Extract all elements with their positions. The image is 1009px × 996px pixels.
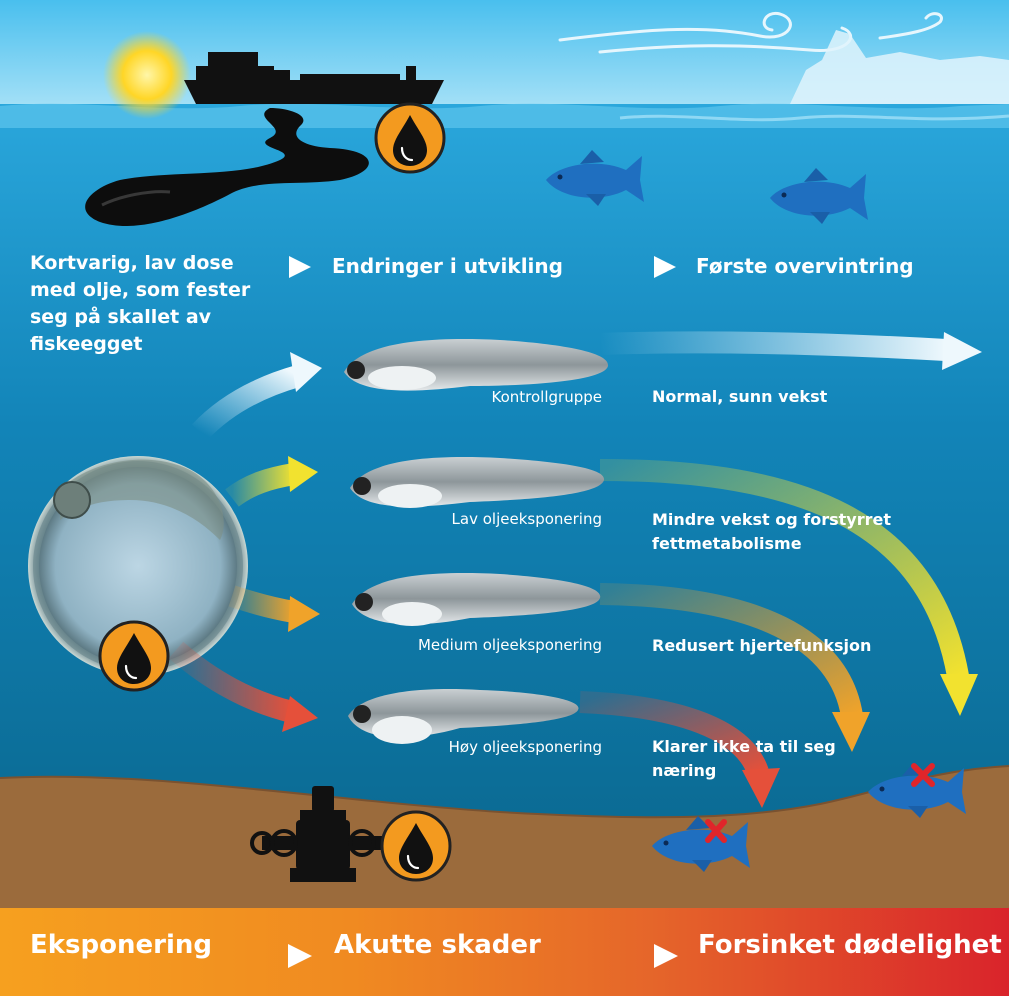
stage-acute-damage: Akutte skader [334, 930, 541, 960]
larva-high [348, 689, 579, 744]
ship-icon [184, 52, 444, 104]
arrow-low-outcome [599, 459, 978, 716]
arrow-to-medium [228, 585, 320, 632]
column-heading-overwintering: Første overvintring [696, 254, 914, 278]
play-icon [289, 256, 311, 278]
arrow-to-high [168, 641, 318, 732]
group-outcome: Klarer ikke ta til seg næring [652, 737, 836, 780]
larva-control [344, 339, 609, 391]
arrow-to-control [191, 352, 322, 440]
larva-low [350, 457, 605, 508]
column-heading-development: Endringer i utvikling [332, 254, 563, 278]
group-outcome: Normal, sunn vekst [652, 387, 828, 406]
cross-icon [911, 763, 935, 787]
group-outcome: Mindre vekst og forstyrret fettmetabolis… [652, 510, 891, 553]
play-icon [288, 944, 312, 968]
oil-drop-icon [374, 102, 446, 174]
oil-drop-icon [98, 620, 170, 692]
group-label: Kontrollgruppe [491, 388, 602, 406]
play-icon [654, 944, 678, 968]
play-icon [654, 256, 676, 278]
group-outcome: Redusert hjertefunksjon [652, 636, 872, 655]
arrow-control-outcome [599, 331, 982, 370]
larva-medium [352, 573, 601, 626]
arrow-to-low [225, 456, 318, 507]
surface-waves [0, 103, 1009, 128]
intro-text: Kortvarig, lav dose med olje, som fester… [30, 252, 251, 355]
oil-drop-icon [380, 810, 452, 882]
group-label: Høy oljeeksponering [448, 738, 602, 756]
seabed [0, 766, 1009, 910]
arrow-high-outcome [579, 691, 780, 808]
iceberg [790, 30, 1009, 104]
group-label: Medium oljeeksponering [417, 636, 602, 654]
wellhead-icon [250, 786, 384, 882]
stage-delayed-mortality: Forsinket dødelighet [698, 930, 1002, 960]
cross-icon [705, 819, 727, 843]
oil-spill [85, 108, 369, 226]
group-label: Lav oljeeksponering [451, 510, 602, 528]
sun-icon [103, 31, 191, 119]
stage-bar: Eksponering Akutte skader Forsinket døde… [0, 908, 1009, 996]
arrow-medium-outcome [599, 583, 870, 752]
stage-exposure: Eksponering [30, 930, 212, 960]
